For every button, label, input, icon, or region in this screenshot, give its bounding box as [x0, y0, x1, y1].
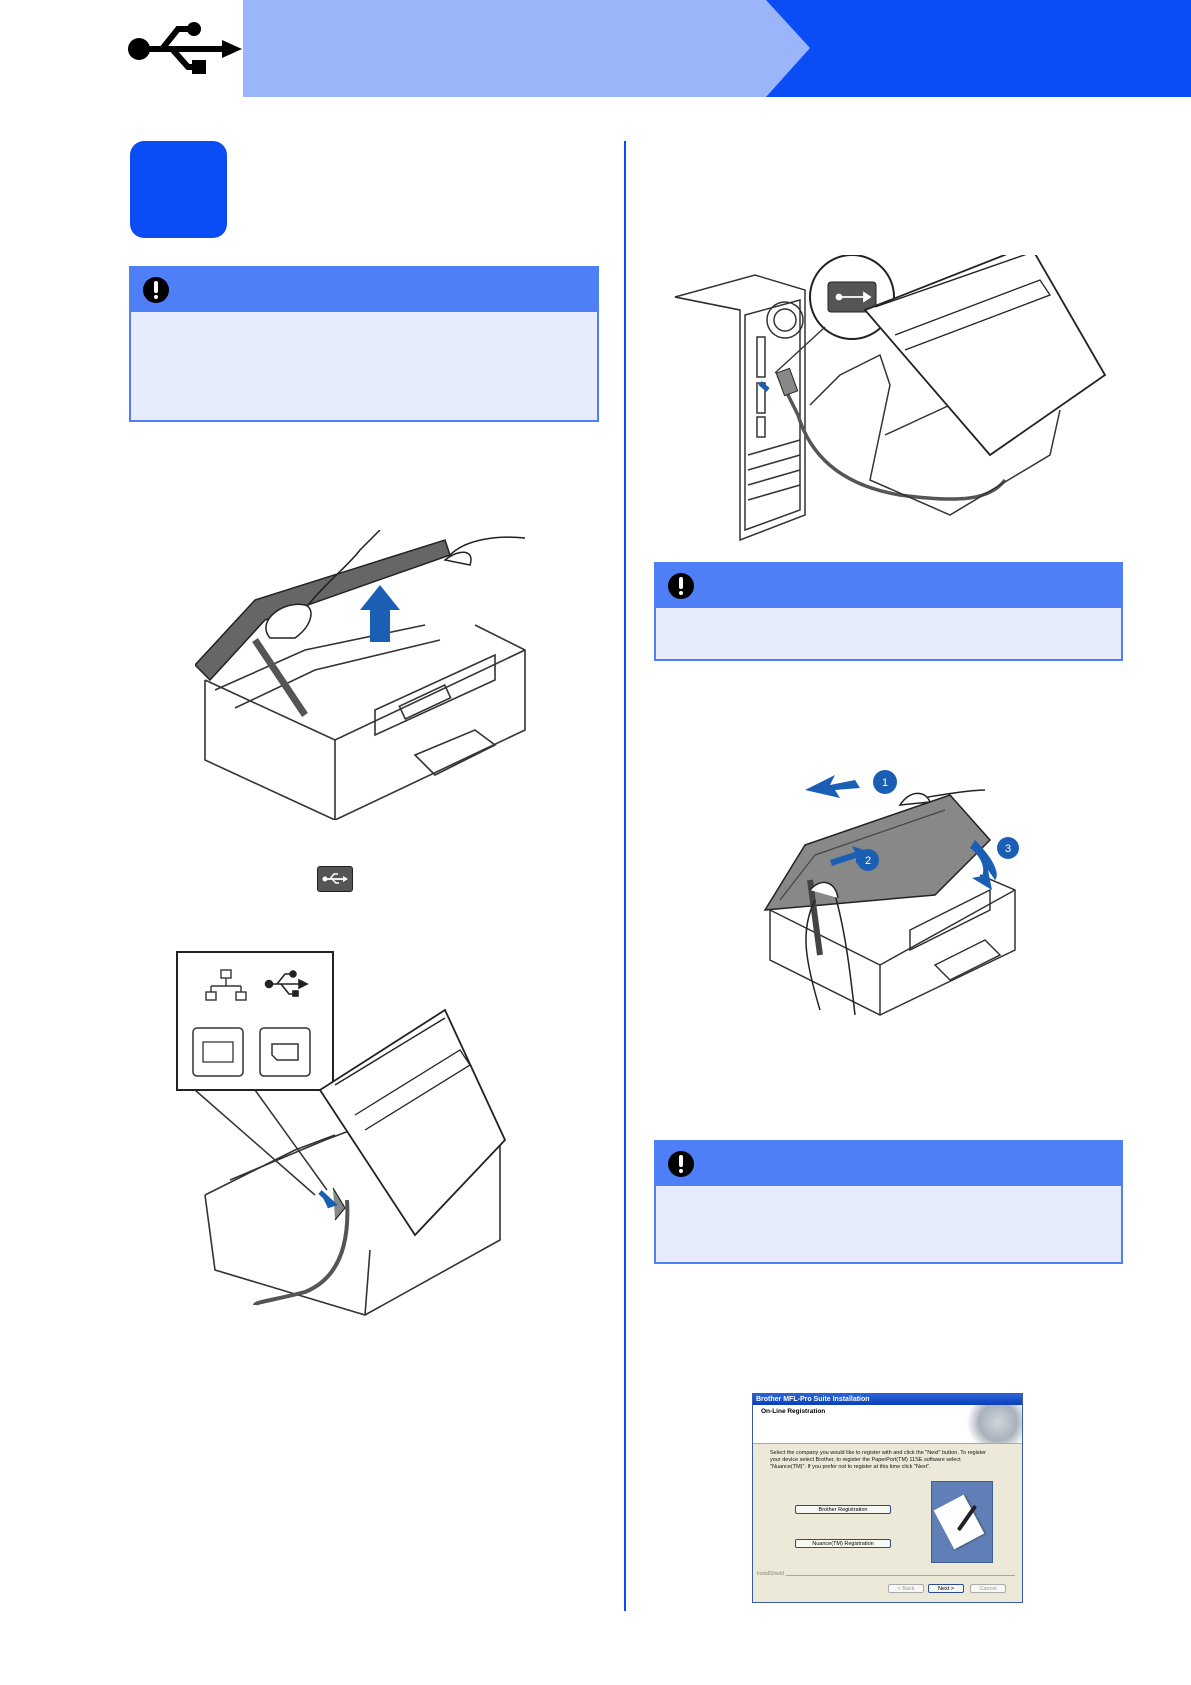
computer-usb-connection-illustration: [674, 255, 1107, 542]
next-button[interactable]: Next >: [928, 1584, 964, 1593]
usb-icon: [264, 970, 309, 997]
dialog-footer-divider: [759, 1575, 1015, 1576]
registration-dialog-screenshot: Brother MFL-Pro Suite Installation On-Li…: [752, 1393, 1023, 1603]
usb-port-icon: [317, 866, 353, 892]
important-notice-bar: [656, 564, 1121, 608]
installshield-label: InstallShield: [757, 1571, 786, 1577]
registration-image: [931, 1481, 993, 1563]
step-marker: [997, 837, 1019, 859]
network-icon: [205, 969, 247, 1001]
dialog-title: Brother MFL-Pro Suite Installation: [753, 1394, 1022, 1405]
printer-open-cover-illustration: [195, 530, 526, 820]
close-cover-illustration: 1 2 3: [763, 770, 1019, 1016]
svg-text:2: 2: [865, 855, 871, 867]
svg-text:1: 1: [882, 777, 888, 789]
brother-registration-button[interactable]: Brother Registration: [795, 1505, 891, 1514]
step-marker: [857, 849, 879, 871]
exclamation-icon: [668, 573, 694, 599]
column-divider: [624, 141, 626, 1611]
header-band-dark: [766, 0, 1191, 97]
important-notice-1: [129, 266, 599, 422]
dialog-body-text: Select the company you would like to reg…: [770, 1450, 986, 1470]
step-number-badge: [130, 141, 227, 238]
important-notice-3: [654, 1140, 1123, 1264]
dialog-decoration: [962, 1405, 1022, 1443]
exclamation-icon: [668, 1151, 694, 1177]
document-sheet: [933, 1494, 985, 1550]
back-button[interactable]: < Back: [888, 1584, 924, 1593]
important-notice-2: [654, 562, 1123, 661]
important-notice-bar: [131, 268, 597, 312]
cancel-button[interactable]: Cancel: [970, 1584, 1006, 1593]
dialog-banner: On-Line Registration: [753, 1405, 1022, 1444]
exclamation-icon: [143, 277, 169, 303]
svg-text:3: 3: [1005, 843, 1011, 855]
usb-icon: [128, 22, 242, 74]
header-band-light: [243, 0, 809, 97]
important-notice-bar: [656, 1142, 1121, 1186]
dialog-heading: On-Line Registration: [761, 1408, 826, 1415]
step-marker: [873, 770, 897, 794]
usb-port-connection-illustration: [176, 951, 507, 1316]
header-arrow: [766, 0, 810, 97]
nuance-registration-button[interactable]: Nuance(TM) Registration: [795, 1539, 891, 1548]
